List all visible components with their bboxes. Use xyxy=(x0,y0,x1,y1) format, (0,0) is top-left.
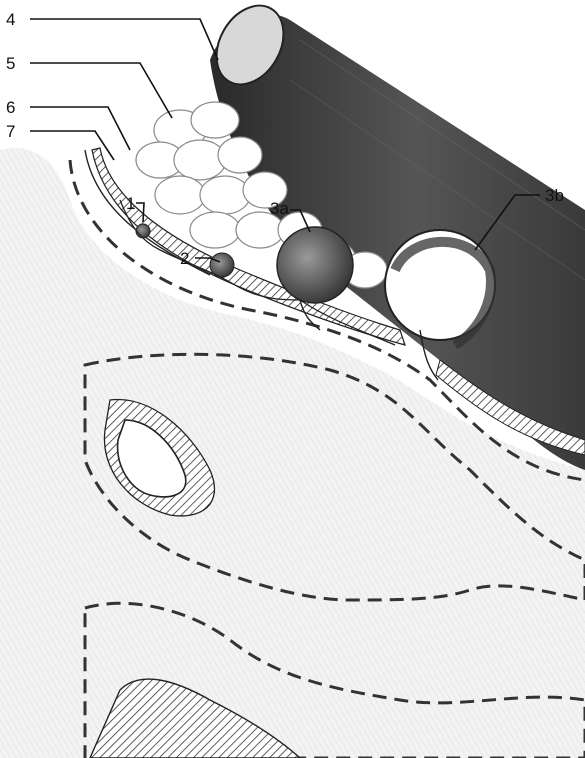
label-7: 7 xyxy=(6,122,15,141)
leader-6 xyxy=(30,107,130,150)
leader-5 xyxy=(30,63,172,118)
label-3a: 3a xyxy=(270,199,289,218)
label-4: 4 xyxy=(6,10,15,29)
leader-4 xyxy=(30,19,218,60)
label-6: 6 xyxy=(6,98,15,117)
lymph-node-1 xyxy=(136,224,150,238)
label-3b: 3b xyxy=(545,186,564,205)
label-2: 2 xyxy=(180,249,189,268)
label-5: 5 xyxy=(6,54,15,73)
label-1: 1 xyxy=(126,194,135,213)
